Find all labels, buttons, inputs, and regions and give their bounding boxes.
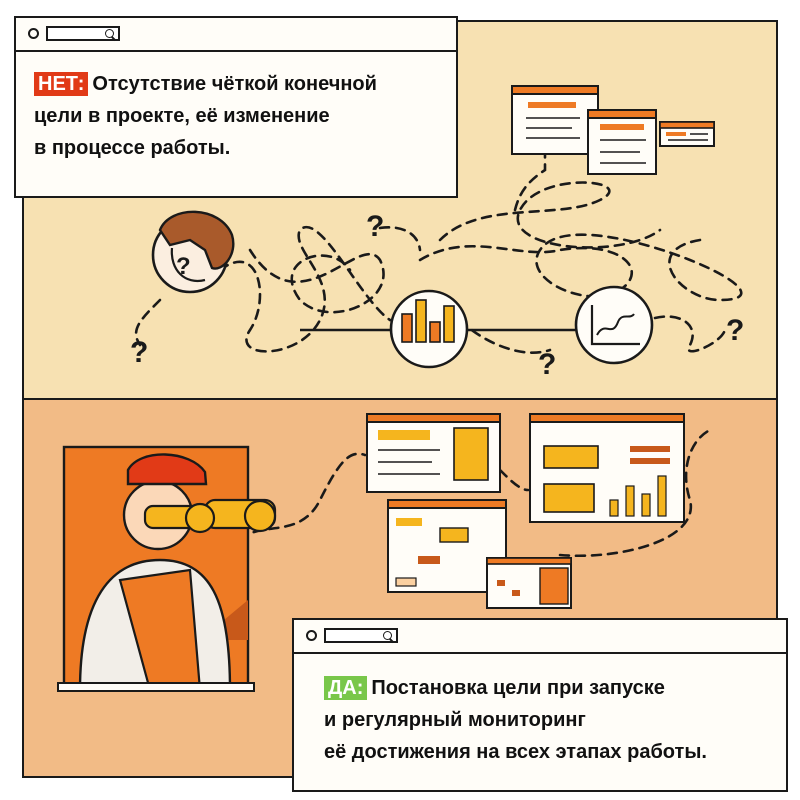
top-card-text: НЕТ:Отсутствие чёткой конечной цели в пр… xyxy=(16,52,456,164)
question-mark: ? xyxy=(538,348,556,381)
window-dot-icon xyxy=(306,630,317,641)
dashed-path xyxy=(458,318,552,354)
card-toolbar xyxy=(294,620,786,654)
line-chart-icon xyxy=(574,285,654,365)
svg-text:?: ? xyxy=(176,253,191,280)
mini-window-2 xyxy=(587,109,657,175)
confused-person-avatar: ? xyxy=(151,210,235,294)
yes-tag: ДА: xyxy=(324,676,368,700)
text-line: Отсутствие чёткой конечной xyxy=(92,73,377,95)
dashed-path xyxy=(498,468,530,492)
text-line: цели в проекте, её изменение xyxy=(34,105,330,127)
text-line: Постановка цели при запуске xyxy=(371,677,665,699)
window-dot-icon xyxy=(28,28,39,39)
bottom-callout-card: ДА:Постановка цели при запуске и регуляр… xyxy=(292,618,788,792)
mini-window-1 xyxy=(511,85,599,155)
search-icon xyxy=(383,631,392,640)
text-line: в процессе работы. xyxy=(34,137,231,159)
dashed-path xyxy=(134,298,162,347)
question-mark: ? xyxy=(366,210,384,243)
dashed-path xyxy=(558,428,712,557)
mini-window-3 xyxy=(659,121,715,147)
dashboard-window-4 xyxy=(486,557,572,609)
question-mark: ? xyxy=(726,314,744,347)
search-field xyxy=(324,628,398,643)
text-line: и регулярный мониторинг xyxy=(324,709,586,731)
dashed-path xyxy=(653,315,727,353)
dashboard-window-2 xyxy=(529,413,685,523)
text-line: её достижения на всех этапах работы. xyxy=(324,741,707,763)
dashed-path xyxy=(218,225,392,353)
question-mark: ? xyxy=(130,336,148,369)
top-callout-card: НЕТ:Отсутствие чёткой конечной цели в пр… xyxy=(14,16,458,198)
observer-scene xyxy=(57,445,277,692)
no-tag: НЕТ: xyxy=(34,72,89,96)
card-toolbar xyxy=(16,18,456,52)
dashed-path xyxy=(378,226,422,252)
search-field xyxy=(46,26,120,41)
dashed-path xyxy=(438,181,662,249)
bar-chart-icon xyxy=(389,289,469,369)
dashed-path xyxy=(513,148,547,212)
dashboard-window-1 xyxy=(366,413,501,493)
dashed-path xyxy=(418,233,743,302)
dashed-path xyxy=(248,248,385,314)
bottom-card-text: ДА:Постановка цели при запуске и регуляр… xyxy=(294,654,786,768)
search-icon xyxy=(105,29,114,38)
